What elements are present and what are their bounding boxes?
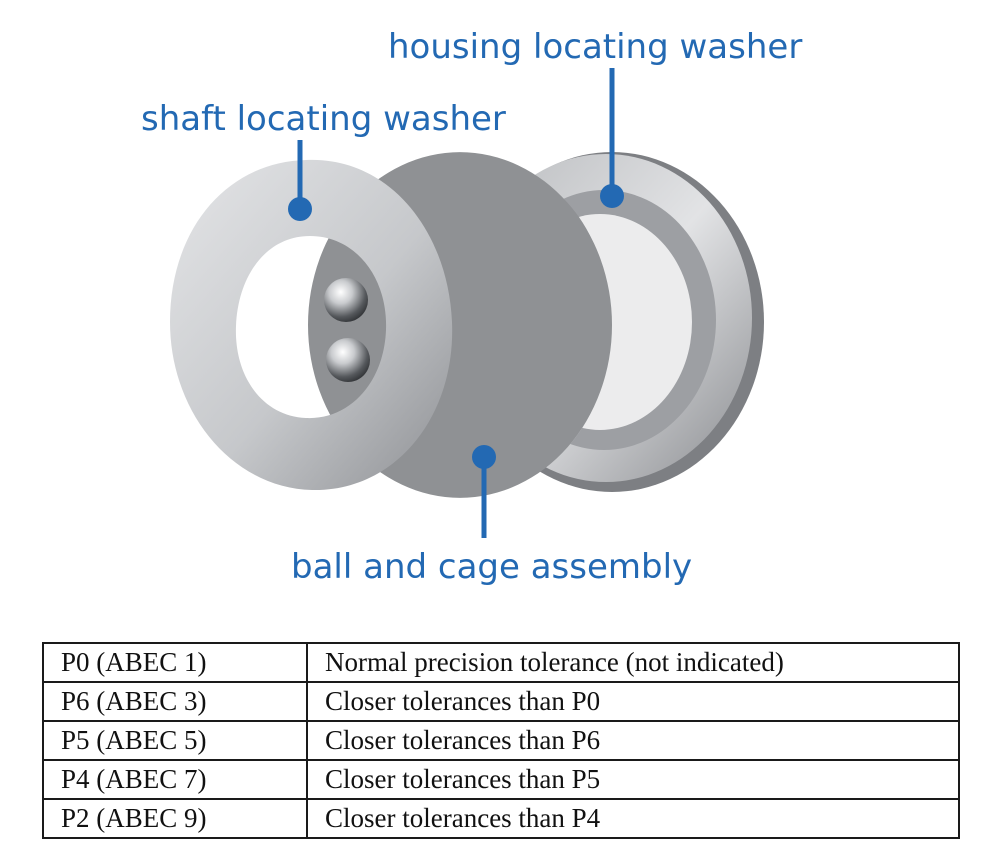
grade-cell: P0 (ABEC 1) <box>42 642 308 683</box>
description-cell: Closer tolerances than P6 <box>306 720 960 761</box>
shaft-locating-washer <box>170 152 612 498</box>
ball <box>324 278 368 322</box>
description-cell: Closer tolerances than P5 <box>306 759 960 800</box>
thrust-bearing-illustration <box>170 68 764 538</box>
grade-cell: P4 (ABEC 7) <box>42 759 308 800</box>
housing-washer-marker <box>600 184 624 208</box>
table-row: P5 (ABEC 5) Closer tolerances than P6 <box>42 720 960 761</box>
ball-cage-marker <box>472 445 496 469</box>
table-row: P4 (ABEC 7) Closer tolerances than P5 <box>42 759 960 800</box>
table-row: P6 (ABEC 3) Closer tolerances than P0 <box>42 681 960 722</box>
grade-cell: P5 (ABEC 5) <box>42 720 308 761</box>
callout-leaders <box>288 68 624 538</box>
ball <box>326 338 370 382</box>
housing-washer-label: housing locating washer <box>388 27 803 67</box>
description-cell: Closer tolerances than P0 <box>306 681 960 722</box>
shaft-washer-marker <box>288 197 312 221</box>
table-row: P2 (ABEC 9) Closer tolerances than P4 <box>42 798 960 839</box>
description-cell: Closer tolerances than P4 <box>306 798 960 839</box>
description-cell: Normal precision tolerance (not indicate… <box>306 642 960 683</box>
ball-cage-label: ball and cage assembly <box>291 547 693 587</box>
bearing-diagram: housing locating washer shaft locating w… <box>141 27 803 587</box>
tolerance-table: P0 (ABEC 1) Normal precision tolerance (… <box>42 642 960 839</box>
grade-cell: P6 (ABEC 3) <box>42 681 308 722</box>
grade-cell: P2 (ABEC 9) <box>42 798 308 839</box>
table-row: P0 (ABEC 1) Normal precision tolerance (… <box>42 642 960 683</box>
shaft-washer-label: shaft locating washer <box>141 99 506 139</box>
